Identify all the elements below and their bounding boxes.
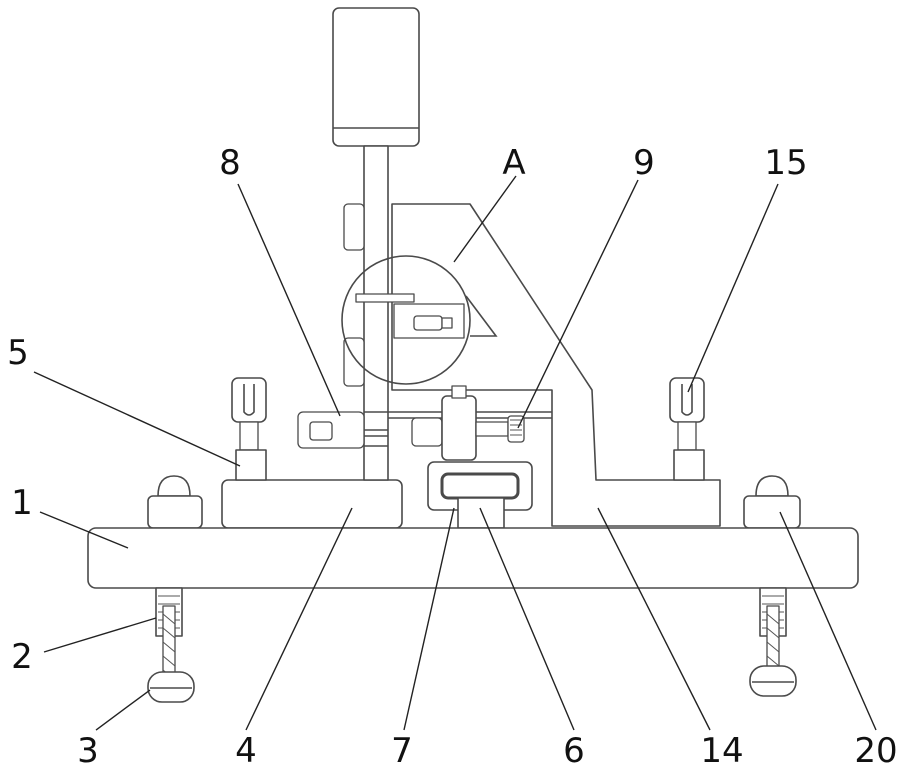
label-6: 6 [563, 731, 585, 771]
right-corner-bolt [744, 496, 800, 528]
label-20: 20 [854, 731, 897, 771]
label-4: 4 [235, 731, 257, 771]
left-post-neck [240, 422, 258, 450]
label-5: 5 [7, 333, 29, 373]
label-14: 14 [700, 731, 743, 771]
detail-a-latch [356, 294, 414, 302]
right-post-base [674, 450, 704, 480]
label-7: 7 [391, 731, 413, 771]
screw-housing-cap [452, 386, 466, 398]
screw-housing [442, 396, 476, 460]
left-block [222, 480, 402, 528]
left-corner-bolt-dome [158, 476, 190, 496]
right-clamp [412, 418, 442, 446]
label-9: 9 [633, 143, 655, 183]
left-corner-bolt [148, 496, 202, 528]
center-post [458, 498, 504, 528]
leader-15 [688, 184, 778, 392]
leader-3 [96, 690, 150, 730]
left-foot-knob [148, 672, 194, 702]
label-1: 1 [11, 483, 33, 523]
label-3: 3 [77, 731, 99, 771]
slot-block-slot [442, 474, 518, 498]
detail-a-pin [414, 316, 442, 330]
right-post-neck [678, 422, 696, 450]
leader-2 [44, 618, 156, 652]
base-plate [88, 528, 858, 588]
upper-clamp-block [344, 204, 364, 250]
detail-a-pin-tip [442, 318, 452, 328]
motor-housing [333, 8, 419, 146]
leader-5 [34, 372, 240, 466]
left-clamp-insert [310, 422, 332, 440]
label-8: 8 [219, 143, 241, 183]
right-corner-bolt-dome [756, 476, 788, 496]
right-foot-knob [750, 666, 796, 696]
label-15: 15 [764, 143, 807, 183]
adjust-screw-shaft [476, 422, 508, 436]
left-post-base [236, 450, 266, 480]
label-a: A [502, 143, 525, 183]
label-2: 2 [11, 637, 33, 677]
